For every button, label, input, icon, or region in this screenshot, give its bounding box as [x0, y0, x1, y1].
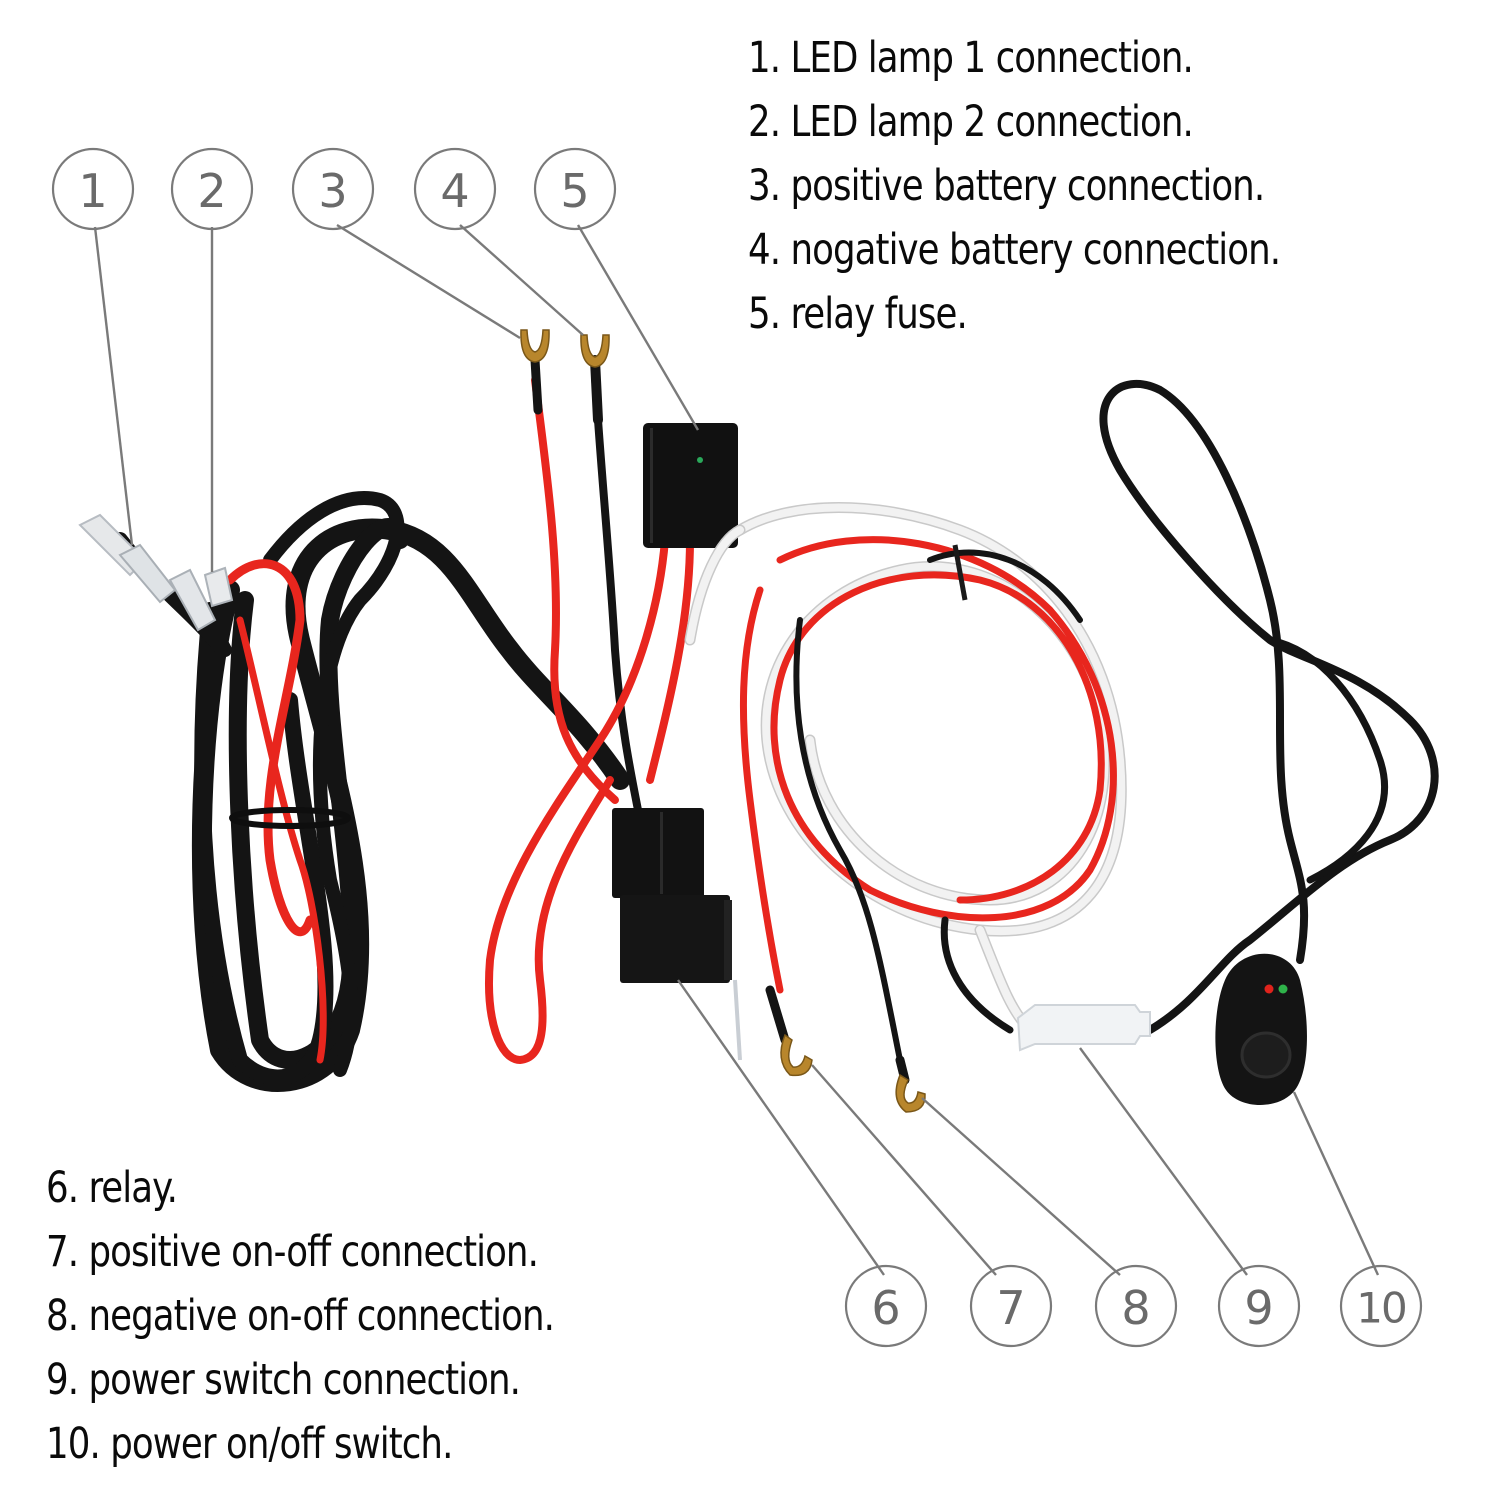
callout-7: 7: [969, 1264, 1053, 1348]
switch-connector-plug-icon: [1016, 1004, 1151, 1052]
leader-line-4: [459, 224, 584, 336]
leader-line-3: [336, 223, 521, 340]
callout-number-2: 2: [197, 164, 226, 218]
callout-9: 9: [1217, 1264, 1301, 1348]
legend-item-2: 2. LED lamp 2 connection.: [748, 97, 1194, 147]
leader-line-9: [1079, 1047, 1248, 1276]
legend-item-3: 3. positive battery connection.: [748, 161, 1265, 211]
callout-number-9: 9: [1244, 1281, 1273, 1335]
spade-connector-2-icon: [168, 568, 217, 632]
legend-item-8: 8. negative on-off connection.: [46, 1291, 555, 1341]
callout-number-5: 5: [560, 164, 589, 218]
cable-tie-coil-icon: [952, 544, 968, 601]
legend-item-1: 1. LED lamp 1 connection.: [748, 33, 1194, 83]
leader-line-1: [93, 226, 134, 546]
legend-item-4: 4. nogative battery connection.: [748, 225, 1281, 275]
power-switch-body-icon: [1215, 953, 1307, 1105]
legend-item-5: 5. relay fuse.: [748, 289, 968, 339]
leader-line-5: [576, 224, 700, 431]
callout-number-3: 3: [318, 164, 347, 218]
ring-terminal-positive-icon: [520, 329, 550, 363]
battery-leads: [520, 329, 644, 824]
ring-terminal-negative-icon: [580, 334, 610, 368]
ring-terminal-negative-switch-icon: [895, 1073, 926, 1113]
callout-markers: 1 2 3 4 5 6 7 8 9 10: [51, 147, 1423, 1348]
callout-number-1: 1: [78, 164, 107, 218]
leader-line-6: [677, 979, 885, 1276]
led-indicator-red-icon: [1264, 984, 1274, 994]
callout-6: 6: [844, 1264, 928, 1348]
led-lamp-connectors: [78, 513, 234, 632]
leader-line-8: [921, 1097, 1121, 1276]
leader-lines: [93, 223, 1380, 1276]
callout-number-4: 4: [440, 164, 469, 218]
callout-number-10: 10: [1356, 1284, 1405, 1333]
callout-3: 3: [291, 147, 375, 231]
callout-5: 5: [533, 147, 617, 231]
fuse-indicator-icon: [697, 457, 703, 463]
spade-connector-2b-icon: [203, 566, 234, 608]
callout-number-8: 8: [1121, 1281, 1150, 1335]
callout-8: 8: [1094, 1264, 1178, 1348]
relay: [612, 808, 742, 1061]
ring-terminal-positive-switch-icon: [780, 1033, 813, 1077]
callout-number-7: 7: [996, 1281, 1025, 1335]
relay-socket-icon: [612, 808, 704, 898]
callout-number-6: 6: [871, 1281, 900, 1335]
cable-tie-icon: [229, 807, 351, 829]
legend-item-7: 7. positive on-off connection.: [46, 1227, 539, 1277]
callout-2: 2: [170, 147, 254, 231]
legend-item-10: 10. power on/off switch.: [46, 1419, 453, 1469]
relay-body-icon: [620, 895, 730, 983]
legend-item-6: 6. relay.: [46, 1163, 178, 1213]
legend-bottom: 6. relay. 7. positive on-off connection.…: [46, 1156, 598, 1476]
callout-1: 1: [51, 147, 135, 231]
legend-item-9: 9. power switch connection.: [46, 1355, 521, 1405]
callout-10: 10: [1339, 1264, 1423, 1348]
wire-coil: [684, 502, 1127, 1113]
leader-line-7: [811, 1064, 997, 1276]
main-harness-bundle: [112, 491, 630, 1092]
switch-harness: [940, 379, 1439, 1105]
leader-line-10: [1292, 1091, 1380, 1276]
legend-top: 1. LED lamp 1 connection. 2. LED lamp 2 …: [748, 26, 1326, 346]
callout-4: 4: [413, 147, 497, 231]
fuse-holder-body-icon: [643, 423, 738, 548]
led-indicator-green-icon: [1278, 984, 1288, 994]
power-button-icon: [1240, 1031, 1292, 1079]
relay-fuse-holder: [485, 423, 738, 1064]
